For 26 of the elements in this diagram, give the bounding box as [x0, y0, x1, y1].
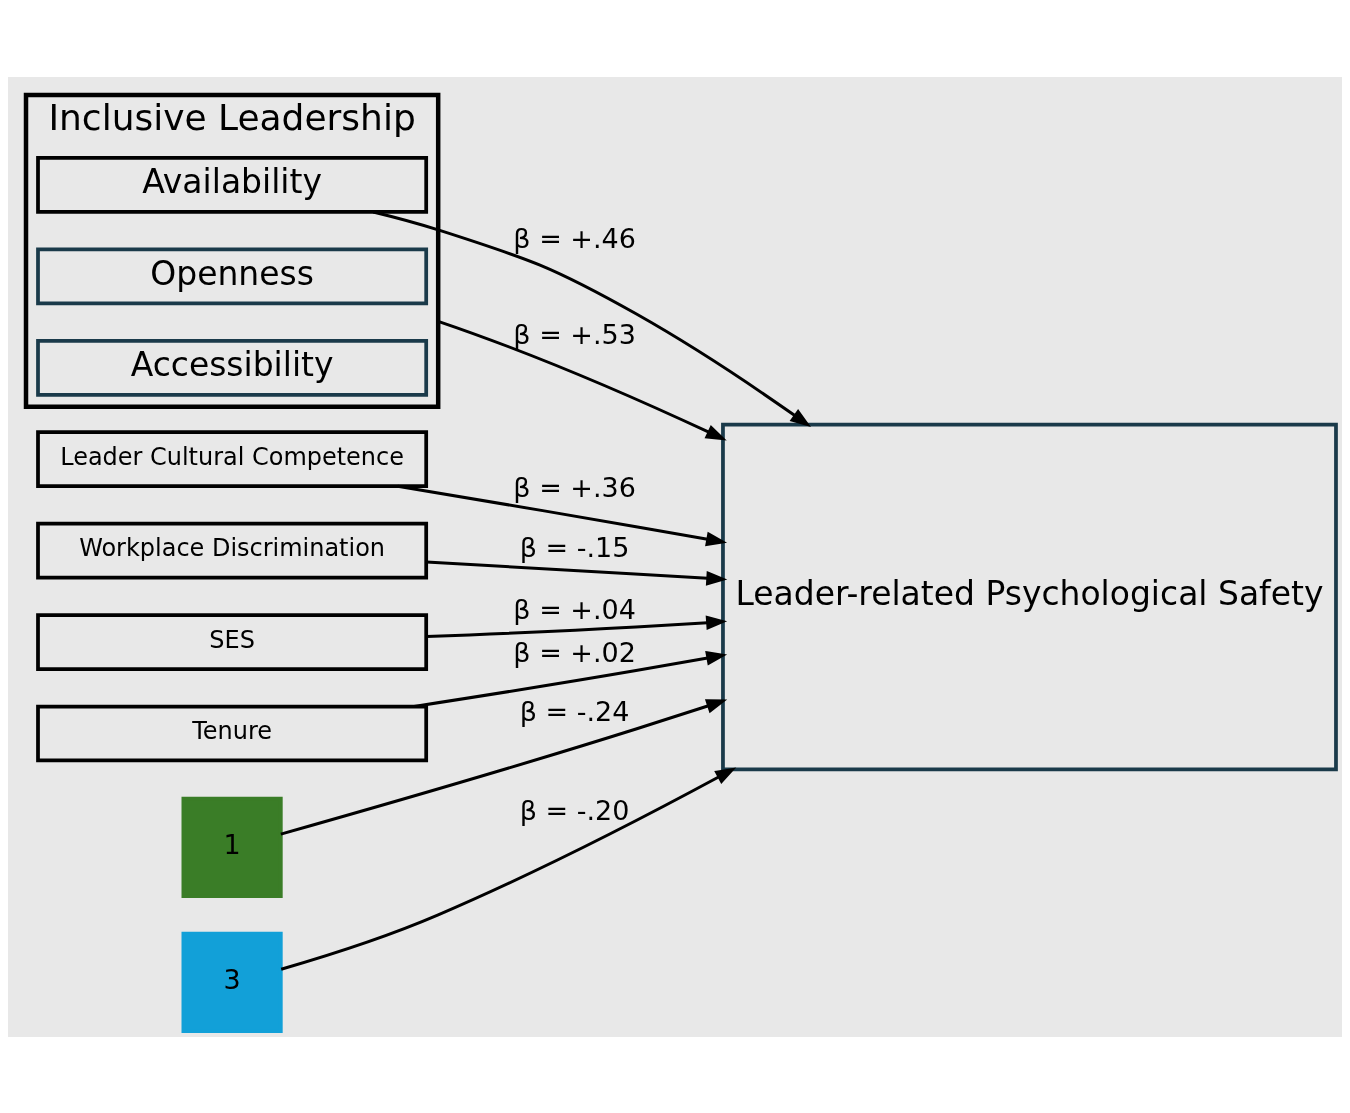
arrow	[280, 698, 728, 836]
arrow	[426, 614, 728, 638]
arrow	[280, 766, 737, 971]
edge-label: β = +.04	[513, 593, 636, 625]
node-box: 1	[181, 796, 283, 898]
edge-label: β = -.20	[519, 794, 630, 826]
node-box: Leader-related Psychological Safety	[721, 422, 1338, 771]
node-box: Openness	[36, 247, 429, 305]
node-box: Tenure	[36, 704, 429, 762]
node-box: Workplace Discrimination	[36, 521, 429, 579]
edge-label: β = +.02	[513, 636, 636, 668]
arrow	[426, 559, 728, 586]
edge-label: β = +.36	[513, 471, 636, 503]
node-box: 3	[181, 931, 283, 1033]
edge-label: β = +.46	[513, 222, 636, 254]
edge-label: β = +.53	[513, 318, 636, 350]
node-box: Leader Cultural Competence	[36, 429, 429, 488]
node-box: Availability	[36, 155, 429, 214]
arrow	[437, 319, 727, 441]
arrow	[397, 484, 728, 546]
node-box: Accessibility	[36, 338, 429, 397]
edge-label: β = -.15	[519, 531, 630, 563]
node-box: SES	[36, 612, 429, 671]
arrow	[372, 210, 811, 427]
arrow	[413, 650, 728, 708]
edge-label: β = -.24	[519, 695, 630, 727]
